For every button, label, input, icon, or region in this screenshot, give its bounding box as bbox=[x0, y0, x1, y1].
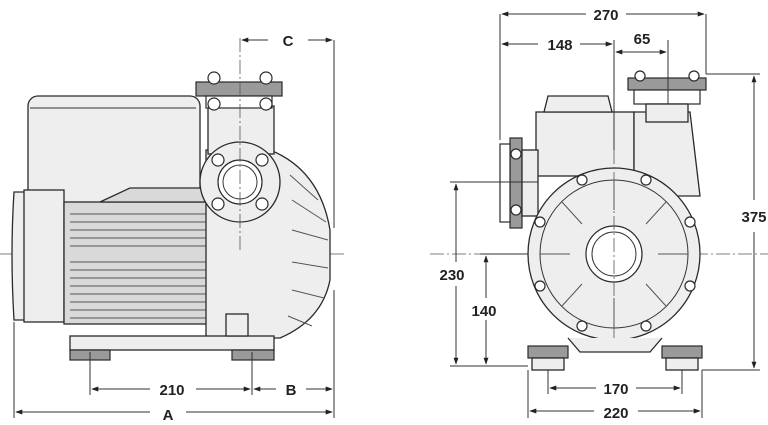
drain-plug bbox=[225, 313, 249, 337]
dim-270-label: 270 bbox=[593, 7, 618, 24]
dim-375-label: 375 bbox=[741, 209, 766, 226]
front-motor-housing bbox=[535, 111, 635, 177]
front-foot-right bbox=[661, 345, 703, 359]
dim-65-label: 65 bbox=[634, 31, 651, 48]
dim-210-label: 210 bbox=[159, 382, 184, 399]
motor-fins bbox=[70, 213, 210, 319]
casing-ribs bbox=[287, 174, 329, 327]
front-view: 270 148 65 375 230 140 170 bbox=[430, 7, 768, 422]
front-base-bracket bbox=[567, 337, 663, 353]
motor-body bbox=[63, 201, 215, 325]
front-foot-left bbox=[527, 345, 569, 359]
dim-148-label: 148 bbox=[547, 37, 572, 54]
flange-bolt-left bbox=[207, 71, 221, 85]
dim-a-label: A bbox=[163, 407, 174, 424]
dim-b-label: B bbox=[286, 382, 297, 399]
dim-230-label: 230 bbox=[439, 267, 464, 284]
dim-140-label: 140 bbox=[471, 303, 496, 320]
dim-c-label: C bbox=[283, 33, 294, 50]
side-base-plate bbox=[69, 335, 275, 351]
motor-end-housing bbox=[23, 189, 65, 323]
flange-bolt-right bbox=[259, 71, 273, 85]
side-foot-right bbox=[231, 349, 275, 361]
dim-220-label: 220 bbox=[603, 405, 628, 422]
front-casing-bolts bbox=[534, 174, 696, 332]
top-flange bbox=[195, 81, 283, 97]
dim-170-label: 170 bbox=[603, 381, 628, 398]
side-view: C 210 B A bbox=[0, 33, 345, 424]
